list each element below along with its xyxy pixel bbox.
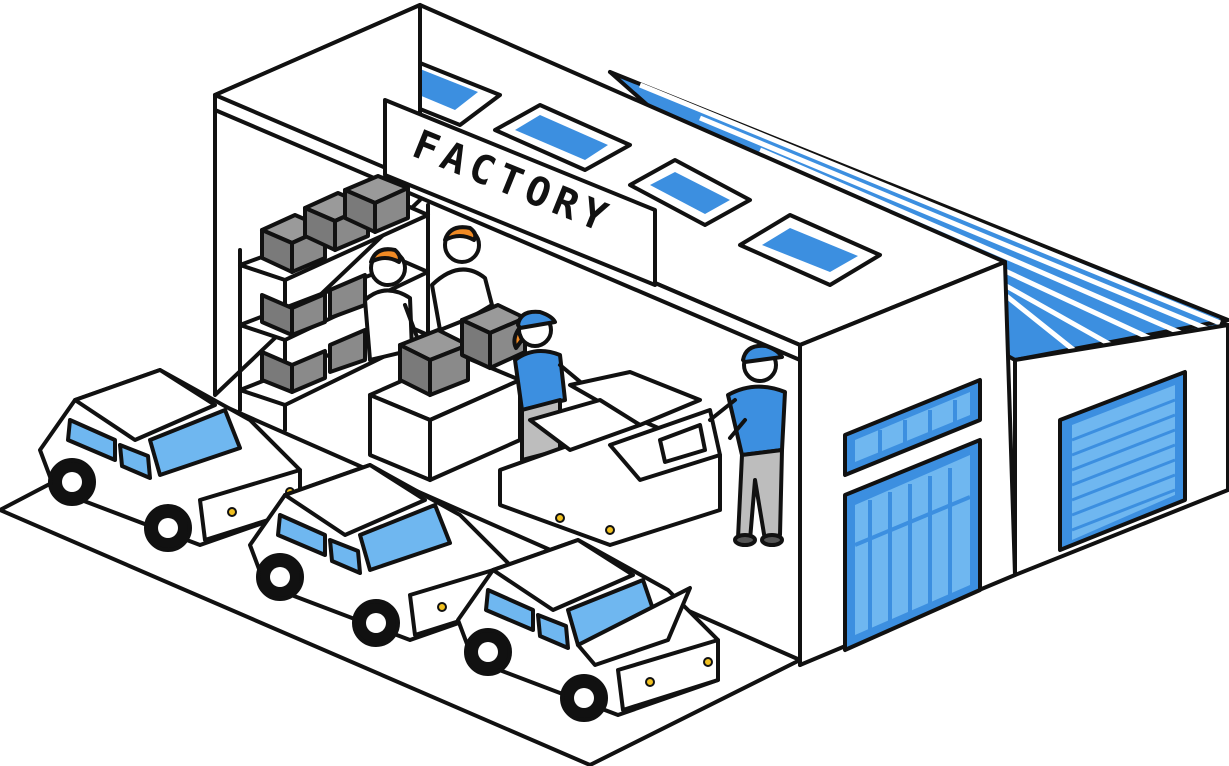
- worker-blue-male: [708, 343, 787, 547]
- table-boxes: [398, 303, 527, 397]
- factory-side-window: [843, 378, 982, 477]
- worker-white-left: [363, 247, 422, 362]
- parked-car-1: [38, 368, 302, 552]
- factory-sign-board: [383, 98, 657, 287]
- factory-side-door: [843, 438, 982, 652]
- shelf-boxes: [260, 174, 410, 394]
- parked-car-2: [248, 463, 512, 647]
- parked-car-3: [456, 538, 720, 722]
- warehouse-shutter-door: [1058, 370, 1187, 552]
- car-assembly: [498, 370, 722, 547]
